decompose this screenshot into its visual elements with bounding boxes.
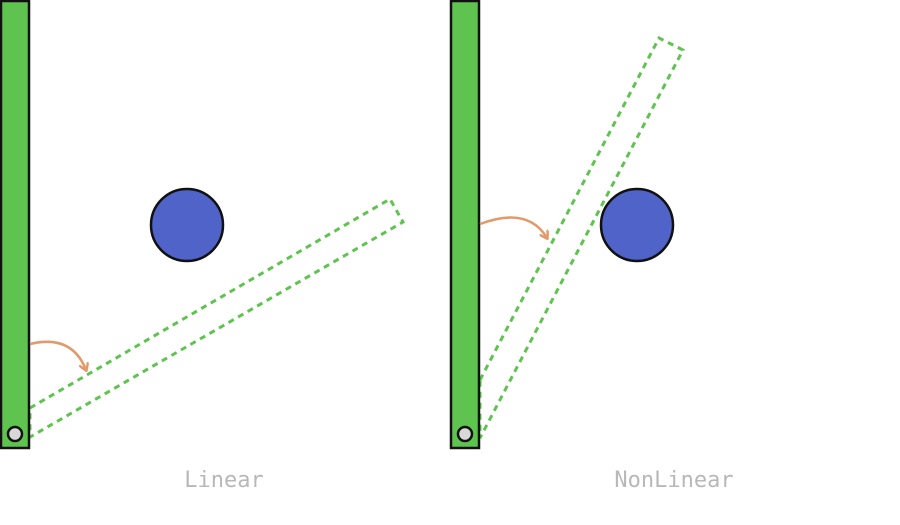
panel-linear: Linear <box>0 0 406 493</box>
rotation-arrow-linear <box>29 340 86 370</box>
ball-linear <box>149 187 225 263</box>
rotation-arrow-nonlinear <box>479 216 547 238</box>
vertical-bar-nonlinear <box>449 0 481 450</box>
ball-nonlinear <box>599 187 675 263</box>
pivot-nonlinear <box>456 425 474 443</box>
caption-nonlinear: NonLinear <box>614 468 733 493</box>
panel-nonlinear: NonLinear <box>449 0 734 493</box>
vertical-bar-linear <box>0 0 31 450</box>
pivot-linear <box>6 425 24 443</box>
caption-linear: Linear <box>184 468 263 493</box>
